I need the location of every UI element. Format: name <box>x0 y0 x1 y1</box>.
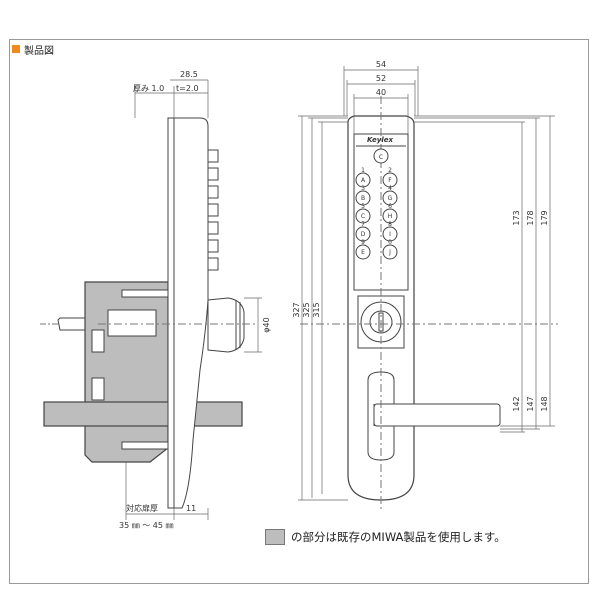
back-plate <box>167 117 175 509</box>
key-2: 2 <box>388 167 392 174</box>
front-body-profile <box>173 117 209 509</box>
key-a: A <box>361 177 366 184</box>
keypad-keys <box>355 148 398 260</box>
t-label: t=2.0 <box>176 84 199 93</box>
key-h: H <box>388 213 393 220</box>
key-3: 3 <box>361 185 365 192</box>
dim-315: 315 <box>312 302 321 317</box>
key-i: I <box>389 231 391 238</box>
existing-lock-body <box>84 281 169 463</box>
dim-173: 173 <box>512 210 521 225</box>
legend-gray-swatch <box>265 529 285 545</box>
key-7: 7 <box>361 221 365 228</box>
dim-11: 11 <box>186 504 196 513</box>
key-j: J <box>388 249 391 256</box>
title-square-icon <box>12 45 20 53</box>
key-d: D <box>361 231 366 238</box>
side-cylinder <box>207 297 245 353</box>
brand-label: Keylex <box>367 136 393 144</box>
dim-142: 142 <box>512 396 521 411</box>
body-mount <box>107 309 157 337</box>
handle-slot <box>367 371 395 461</box>
legend-text: の部分は既存のMIWA製品を使用します。 <box>291 530 506 544</box>
side-keys <box>207 149 219 271</box>
key-e: E <box>361 249 365 256</box>
key-6: 6 <box>388 203 392 210</box>
dim-40: 40 <box>376 88 386 97</box>
dim-179: 179 <box>540 210 549 225</box>
dim-178: 178 <box>526 210 535 225</box>
key-0: 0 <box>388 239 392 246</box>
phi40-label: φ40 <box>262 317 271 332</box>
dim-52: 52 <box>376 74 386 83</box>
front-handle-lever <box>373 403 501 427</box>
legend: の部分は既存のMIWA製品を使用します。 <box>265 527 506 547</box>
dim-54: 54 <box>376 60 386 69</box>
key-c: C <box>361 213 365 220</box>
dim-147: 147 <box>526 396 535 411</box>
key-8: 8 <box>388 221 392 228</box>
figure-title-text: 製品図 <box>24 45 54 57</box>
key-4: 4 <box>388 185 392 192</box>
door-thickness-label: 対応扉厚 <box>126 503 158 513</box>
key-g: G <box>388 195 393 202</box>
side-handle-lever <box>43 401 243 427</box>
lock-spindle <box>57 317 86 331</box>
dim-325: 325 <box>302 302 311 317</box>
key-f: F <box>388 177 392 184</box>
front-escutcheon <box>347 115 415 501</box>
thickness-label: 厚み 1.0 <box>133 84 164 93</box>
figure-title: 製品図 <box>12 42 54 57</box>
key-clear: C <box>379 154 383 161</box>
key-b: B <box>361 195 365 202</box>
drawing-frame <box>9 39 589 584</box>
dim-148: 148 <box>540 396 549 411</box>
dim-28-5: 28.5 <box>180 70 198 79</box>
keypad-panel <box>353 133 409 291</box>
key-1: 1 <box>361 167 365 174</box>
body-slot-lower <box>91 377 105 401</box>
door-range-label: 35 ㎜ ～ 45 ㎜ <box>119 521 174 530</box>
key-9: 9 <box>361 239 365 246</box>
key-5: 5 <box>361 203 365 210</box>
body-slot-upper <box>91 329 105 353</box>
dim-327: 327 <box>292 302 301 317</box>
